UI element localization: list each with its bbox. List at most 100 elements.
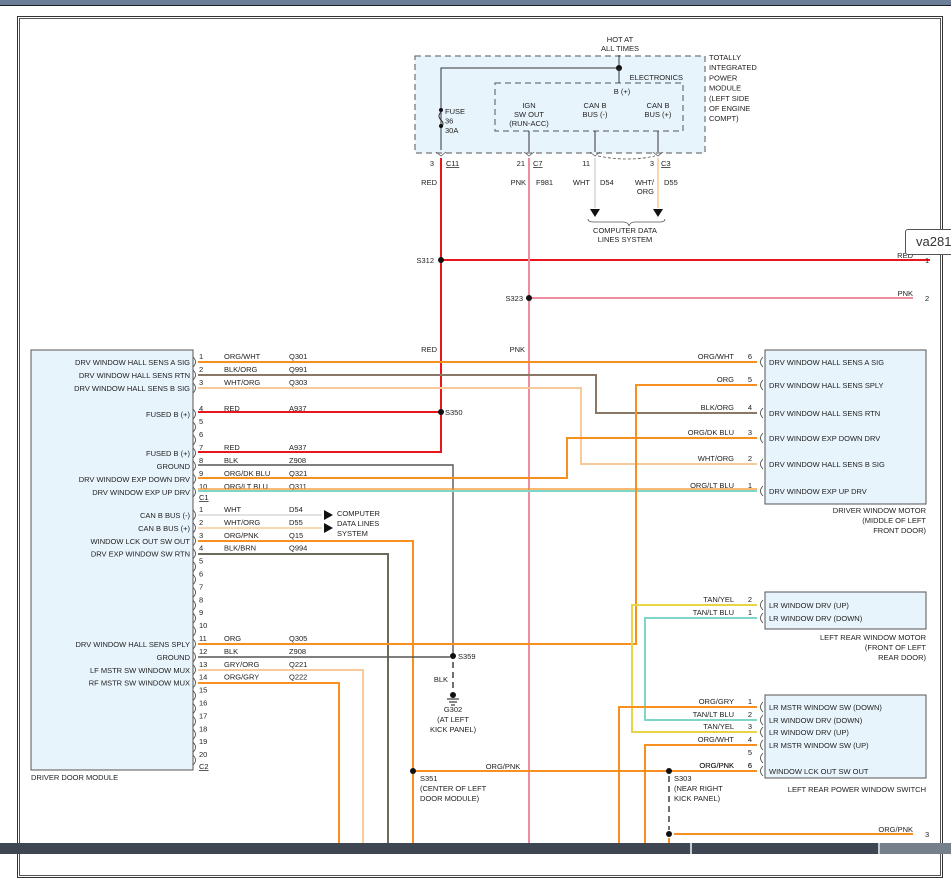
circuit-label: D54	[289, 505, 303, 514]
pin-function-label: GROUND	[157, 653, 191, 662]
connector-pin-number: 14	[199, 673, 207, 682]
arrow-right-icon	[324, 523, 333, 533]
connector-pin-number: 9	[199, 469, 203, 478]
circuit-label: Q321	[289, 469, 307, 478]
pin-function-label: FUSED B (+)	[146, 410, 190, 419]
connector-name: C1	[199, 493, 209, 502]
wire-q994	[198, 553, 389, 854]
splice-label: (NEAR RIGHT	[674, 784, 723, 793]
electronics-box	[494, 82, 684, 132]
connector-pin-icon	[760, 458, 764, 470]
pin-function-label: DRV EXP WINDOW SW RTN	[91, 550, 190, 559]
pin-function-label: DRV WINDOW HALL SENS SPLY	[769, 381, 883, 390]
connector-pin-icon	[760, 379, 764, 391]
connector-pin-icon	[192, 574, 196, 585]
connector-pin-number: 2	[199, 365, 203, 374]
driver-door-module	[30, 349, 194, 771]
pin-function-label: LR WINDOW DRV (UP)	[769, 728, 849, 737]
connector-pin-icon	[192, 703, 196, 714]
connector-pin-icon	[192, 548, 196, 559]
wire-color-label: ORG/PNK	[224, 531, 259, 540]
module-title: DRIVER DOOR MODULE	[31, 773, 118, 782]
connector-pin-number: 13	[199, 660, 207, 669]
connector-pin-icon	[760, 765, 764, 777]
fuse-label: 30A	[445, 126, 458, 135]
connector-pin-icon	[192, 434, 196, 446]
connector-pin-icon	[652, 151, 664, 157]
connector-pin-number: 5	[748, 375, 752, 384]
pin-function-label: FUSED B (+)	[146, 449, 190, 458]
pin-function-label: LR WINDOW DRV (UP)	[769, 601, 849, 610]
wire-color-label: ORG/PNK	[699, 761, 734, 770]
connector-pin-number: 4	[748, 735, 752, 744]
connector-name: C11	[446, 159, 459, 168]
connector-pin-number: 6	[748, 761, 752, 770]
splice-s351	[410, 768, 416, 774]
connector-shell	[597, 155, 656, 160]
pin-function-label: DRV WINDOW HALL SENS SPLY	[76, 640, 190, 649]
connector-pin-number: 7	[199, 582, 203, 591]
connector-pin-icon	[192, 754, 196, 766]
component-title: LEFT REAR WINDOW MOTOR	[820, 633, 927, 642]
wire-color-label: BLK/BRN	[224, 544, 256, 553]
status-bar-segment	[690, 843, 878, 854]
tipm-title: POWER	[709, 73, 738, 82]
tipm-internal-wire	[440, 67, 619, 150]
computer-data-lines-label: COMPUTER	[337, 509, 381, 518]
wire-color-label: BLK/ORG	[224, 365, 258, 374]
computer-data-lines-label: LINES SYSTEM	[598, 235, 653, 244]
wire-color-label: ORG/LT BLU	[224, 482, 268, 491]
connector-pin-icon	[192, 729, 196, 740]
pin-function-label: DRV WINDOW HALL SENS RTN	[79, 371, 190, 380]
fuse-label: FUSE	[445, 107, 465, 116]
wire-color-label: RED	[421, 345, 437, 354]
connector-pin-number: 1	[748, 697, 752, 706]
circuit-label: Q221	[289, 660, 307, 669]
connector-pin-number: 10	[199, 482, 207, 491]
wire-color-label: TAN/LT BLU	[693, 710, 734, 719]
connector-pin-icon	[192, 382, 196, 394]
tipm-title: MODULE	[709, 84, 741, 93]
wire-color-label: PNK	[511, 178, 526, 187]
wire-q221	[198, 669, 364, 854]
fuse-terminal	[439, 124, 443, 128]
wire-q15	[198, 540, 414, 854]
circuit-label: D55	[664, 178, 678, 187]
tipm-output-label: (RUN-ACC)	[509, 119, 549, 128]
connector-pin-number: 11	[199, 634, 207, 643]
connector-pin-icon	[192, 408, 196, 420]
red-fused-b-wire	[198, 158, 442, 453]
splice-label: S350	[445, 408, 463, 417]
wire-color-label: TAN/LT BLU	[693, 608, 734, 617]
wire-color-label: ORG/WHT	[698, 735, 735, 744]
connector-pin-icon	[192, 535, 196, 547]
connector-pin-icon	[760, 599, 764, 611]
lr-window-motor	[764, 591, 927, 630]
connector-pin-number: 18	[199, 724, 207, 733]
hot-at-all-times-label: ALL TIMES	[601, 44, 639, 53]
connector-pin-number: 20	[199, 750, 207, 759]
splice-s312	[438, 257, 444, 263]
splice-label: KICK PANEL)	[674, 794, 721, 803]
wire-color-label: ORG/GRY	[224, 673, 259, 682]
pin-function-label: DRV WINDOW EXP UP DRV	[769, 487, 867, 496]
wire-color-label: RED	[224, 404, 240, 413]
status-bar	[0, 843, 951, 854]
splice-label: S351	[420, 774, 438, 783]
connector-pin-icon	[192, 587, 196, 598]
connector-pin-number: 21	[517, 159, 525, 168]
connector-pin-number: 10	[199, 621, 207, 630]
wire-color-label: ORG/PNK	[878, 825, 913, 834]
wire-color-label: ORG/PNK	[486, 762, 521, 771]
fuse-label: 36	[445, 117, 453, 126]
hot-at-all-times-label: HOT AT	[607, 35, 634, 44]
ground-label: G302	[444, 705, 462, 714]
wire-z908	[198, 464, 454, 655]
wire-color-label: ORG	[224, 634, 241, 643]
wire-color-label: BLK/ORG	[701, 403, 735, 412]
wire-color-label: ORG/DK BLU	[688, 428, 734, 437]
pin-function-label: LR WINDOW DRV (DOWN)	[769, 614, 863, 623]
wire-org-wht	[644, 744, 757, 854]
wire-color-label: WHT/ORG	[698, 454, 734, 463]
